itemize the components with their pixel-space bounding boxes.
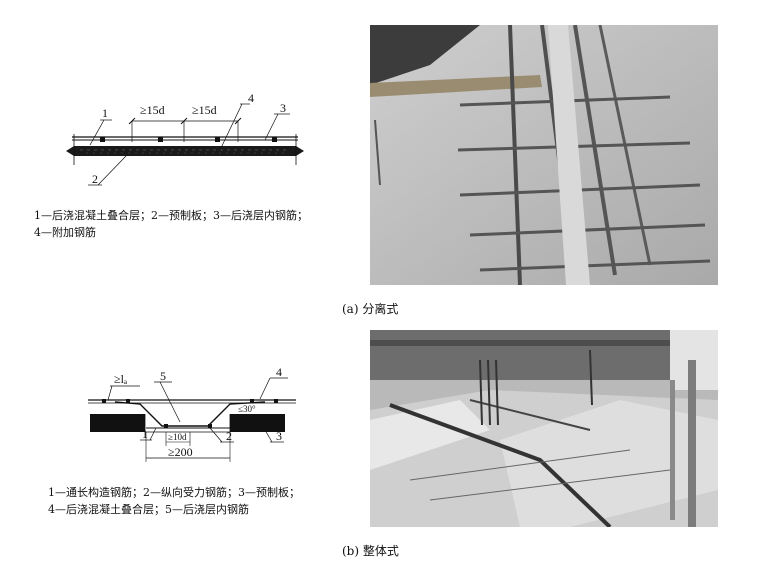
rebar-dot [102,399,106,403]
legend-a: 1—后浇混凝土叠合层；2—预制板；3—后浇层内钢筋； 4—附加钢筋 [34,207,308,241]
bent-rebar [114,401,266,427]
rebar-dot [272,137,277,142]
diagram-b-integral-joint: ≥200 ≥10d ≥lₐ 5 4 ≤30° 1 2 3 [88,368,296,462]
legend-b-line-2: 4—后浇混凝土叠合层；5—后浇层内钢筋 [48,503,249,516]
rebar-dot [100,137,105,142]
precast-slab-right [230,414,285,432]
callout-5: 5 [160,369,166,383]
callout-4: 4 [276,368,282,379]
anchor-label: ≥lₐ [114,372,128,386]
legend-b-line-1: 1—通长构造钢筋；2—纵向受力钢筋；3—预制板； [48,486,300,499]
dim-label-1: ≥15d [140,103,165,117]
rebar-dot [126,399,130,403]
callout-4: 4 [248,91,254,105]
callout-1: 1 [102,106,108,120]
photo-b-integral [370,330,718,527]
precast-slab-left [90,414,145,432]
callout-3: 3 [280,101,286,115]
dim-label-2: ≥15d [192,103,217,117]
caption-a: (a) 分离式 [342,302,399,316]
diagram-a-separated-joint: ≥15d ≥15d 1 4 3 2 [66,91,304,186]
photo-a-separated [370,25,718,285]
callout-3: 3 [276,429,282,443]
rebar-dot [274,399,278,403]
callout-2: 2 [92,172,98,186]
legend-a-line-2: 4—附加钢筋 [34,226,96,239]
rebar-dot [158,137,163,142]
callout-1: 1 [142,427,148,441]
precast-slab-band [66,146,304,156]
caption-b: (b) 整体式 [342,544,399,558]
width-label: ≥200 [168,445,193,459]
angle-label: ≤30° [238,404,256,414]
callout-2: 2 [226,429,232,443]
legend-b: 1—通长构造钢筋；2—纵向受力钢筋；3—预制板； 4—后浇混凝土叠合层；5—后浇… [48,484,300,518]
rebar-dot [215,137,220,142]
legend-a-line-1: 1—后浇混凝土叠合层；2—预制板；3—后浇层内钢筋； [34,209,308,222]
rebar-dot [250,399,254,403]
gap-label: ≥10d [168,432,187,442]
